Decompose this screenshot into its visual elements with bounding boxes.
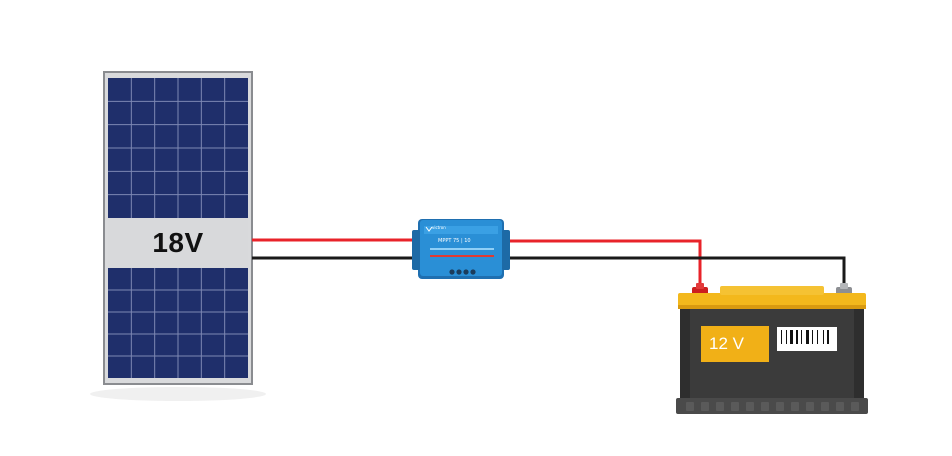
- battery-voltage-sticker: [701, 326, 769, 362]
- charge-controller: [412, 219, 510, 279]
- barcode-icon: [777, 327, 837, 351]
- battery-voltage-label: 12 V: [709, 334, 744, 353]
- solar-panel-voltage-label: 18V: [152, 227, 204, 258]
- wires: [252, 238, 846, 290]
- controller-model-label: MPPT 75 | 10: [438, 238, 471, 244]
- panel-cell-grid: [108, 78, 248, 378]
- battery: [676, 283, 868, 414]
- controller-brand-label: victron: [432, 225, 446, 230]
- solar-panel: [90, 71, 266, 401]
- panel-label-band: [108, 218, 248, 268]
- battery-negative-wire: [504, 256, 846, 290]
- battery-positive-wire: [504, 239, 702, 290]
- victron-logo-icon: [425, 226, 433, 232]
